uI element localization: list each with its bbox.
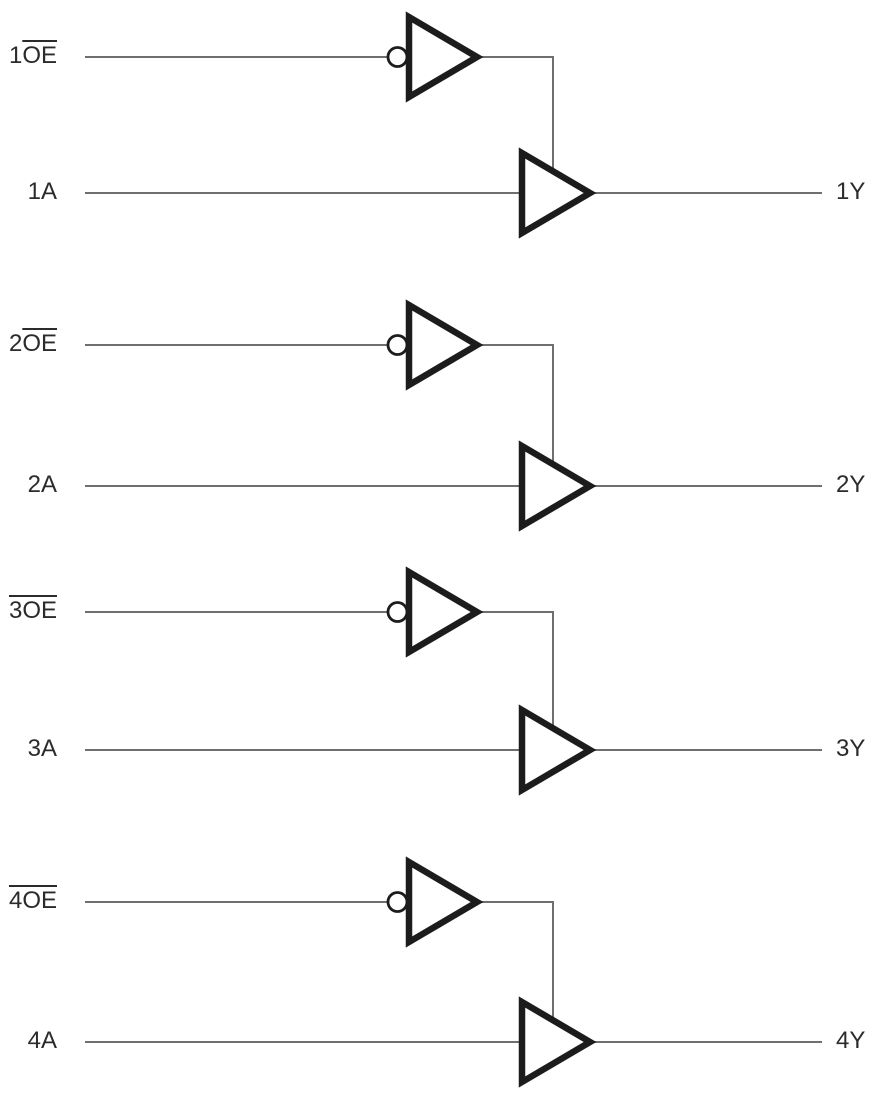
oe-label-overlined: 4OE: [8, 887, 57, 914]
y-output-label: 2Y: [836, 471, 866, 498]
oe-label-overlined: 3OE: [8, 597, 57, 624]
y-output-label: 4Y: [836, 1027, 866, 1054]
oe-label-prefix: 1: [8, 42, 23, 69]
inversion-bubble-icon: [386, 334, 409, 356]
oe-input-label: 4OE: [0, 887, 57, 915]
oe-label-prefix: 2: [8, 330, 23, 357]
inversion-bubble-icon: [386, 601, 409, 623]
channel-2: [85, 299, 822, 532]
inversion-bubble-icon: [386, 46, 409, 68]
enable-buffer-gate-icon: [405, 11, 484, 103]
enable-wire: [477, 901, 554, 1027]
a-input-label: 1A: [27, 178, 57, 205]
enable-wire: [477, 56, 554, 178]
inversion-bubble-icon: [386, 891, 409, 913]
a-input-label: 3A: [27, 735, 57, 762]
oe-input-label: 1OE: [0, 42, 57, 70]
oe-input-label: 2OE: [0, 330, 57, 358]
y-output-label: 3Y: [836, 735, 866, 762]
enable-wire: [477, 344, 554, 471]
oe-label-overlined: OE: [22, 330, 57, 357]
a-input-label: 2A: [27, 471, 57, 498]
channel-1: [85, 11, 822, 239]
channel-3: [85, 566, 822, 796]
output-buffer-gate-icon: [518, 704, 597, 796]
output-buffer-gate-icon: [518, 440, 597, 532]
enable-buffer-gate-icon: [405, 566, 484, 658]
y-output-label: 1Y: [836, 178, 866, 205]
oe-label-overlined: OE: [22, 42, 57, 69]
oe-input-label: 3OE: [0, 597, 57, 625]
channel-4: [85, 856, 822, 1088]
a-input-label: 4A: [27, 1027, 57, 1054]
enable-wire: [477, 611, 554, 735]
output-buffer-gate-icon: [518, 147, 597, 239]
enable-buffer-gate-icon: [405, 856, 484, 948]
output-buffer-gate-icon: [518, 996, 597, 1088]
enable-buffer-gate-icon: [405, 299, 484, 391]
